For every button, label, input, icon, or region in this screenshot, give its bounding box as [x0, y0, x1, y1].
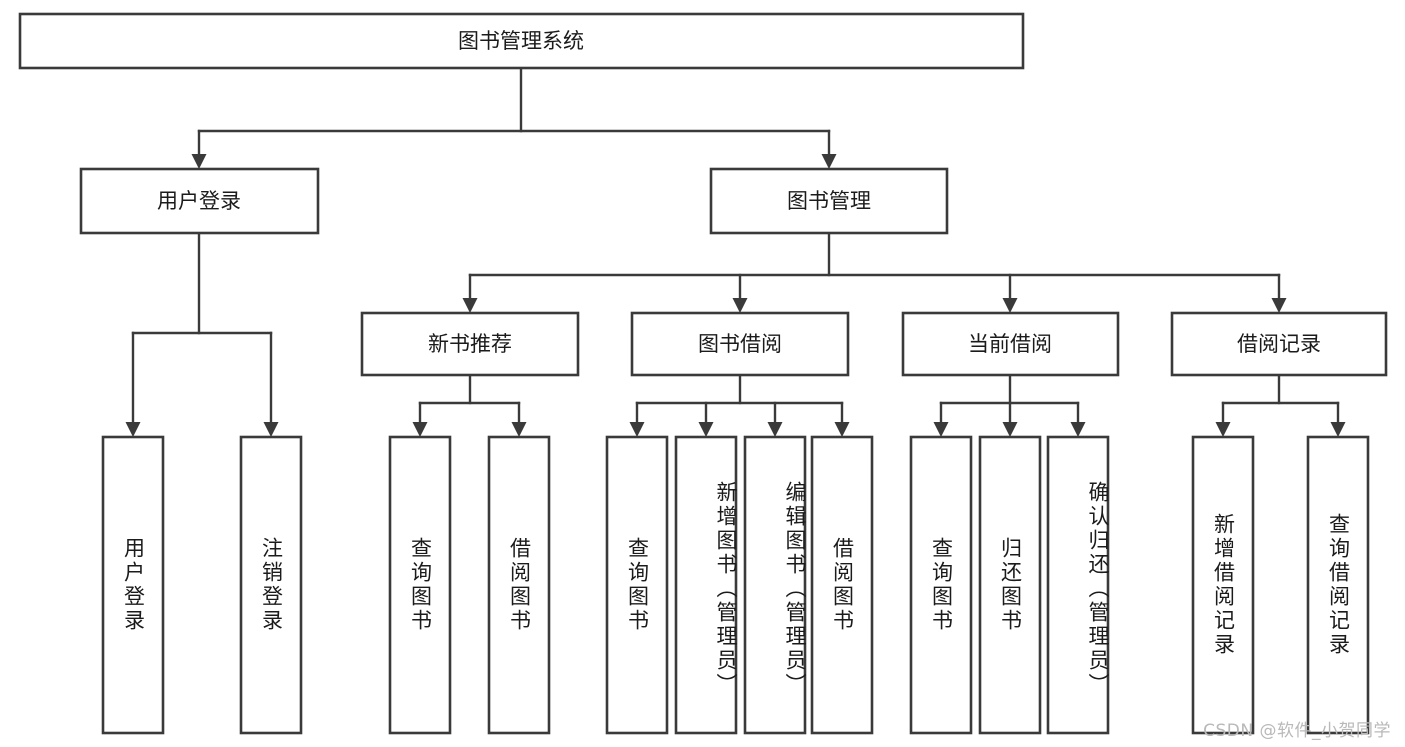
- arrow-root-to-user-login: [191, 154, 207, 169]
- leaf-box-new-book-1[interactable]: [388, 435, 452, 735]
- arrow-userlogin-leaf-1: [125, 422, 141, 437]
- node-book-borrow-box[interactable]: [630, 311, 850, 377]
- arrow-bookmanage-to-borrow: [732, 298, 748, 313]
- arrow-bookborrow-leaf-2: [698, 422, 714, 437]
- node-book-manage-box[interactable]: [709, 167, 949, 235]
- leaf-box-group: [101, 435, 1370, 735]
- node-book-borrow-label: 图书借阅: [698, 332, 782, 356]
- leaf-box-current-borrow-1[interactable]: [909, 435, 973, 735]
- leaf-box-current-borrow-3[interactable]: [1046, 435, 1110, 735]
- node-borrow-record-box[interactable]: [1170, 311, 1388, 377]
- node-book-manage-label: 图书管理: [787, 189, 871, 213]
- connector-group-root: [191, 66, 837, 169]
- node-book-borrow[interactable]: 图书借阅: [630, 311, 850, 377]
- arrow-newbook-leaf-2: [511, 422, 527, 437]
- node-current-borrow-box[interactable]: [901, 311, 1120, 377]
- arrow-borrowrecord-leaf-2: [1330, 422, 1346, 437]
- connector-group-book-borrow: [629, 373, 850, 437]
- node-root[interactable]: 图书管理系统: [18, 12, 1025, 70]
- arrow-root-to-book-manage: [821, 154, 837, 169]
- leaf-box-book-borrow-1[interactable]: [605, 435, 669, 735]
- node-user-login-box[interactable]: [79, 167, 320, 235]
- leaf-box-book-borrow-3[interactable]: [743, 435, 807, 735]
- node-user-login-label: 用户登录: [157, 189, 241, 213]
- leaf-box-borrow-record-1[interactable]: [1191, 435, 1255, 735]
- arrow-bookmanage-to-current: [1002, 298, 1018, 313]
- arrow-currentborrow-leaf-2: [1002, 422, 1018, 437]
- leaf-box-current-borrow-2[interactable]: [978, 435, 1042, 735]
- node-root-label: 图书管理系统: [458, 29, 584, 53]
- node-current-borrow-label: 当前借阅: [968, 332, 1052, 356]
- leaf-box-borrow-record-2[interactable]: [1306, 435, 1370, 735]
- leaf-box-user-login-2[interactable]: [239, 435, 303, 735]
- arrow-newbook-leaf-1: [412, 422, 428, 437]
- csdn-watermark: CSDN @软件_小贺同学: [1203, 721, 1391, 741]
- arrow-borrowrecord-leaf-1: [1215, 422, 1231, 437]
- arrow-userlogin-leaf-2: [263, 422, 279, 437]
- leaf-box-user-login-1[interactable]: [101, 435, 165, 735]
- arrow-bookmanage-to-record: [1271, 298, 1287, 313]
- node-user-login[interactable]: 用户登录: [79, 167, 320, 235]
- arrow-bookborrow-leaf-3: [767, 422, 783, 437]
- node-new-book-recommend-box[interactable]: [360, 311, 580, 377]
- node-new-book-recommend-label: 新书推荐: [428, 332, 512, 356]
- connector-group-book-manage: [462, 231, 1287, 313]
- node-root-box[interactable]: [18, 12, 1025, 70]
- leaf-box-book-borrow-4[interactable]: [810, 435, 874, 735]
- arrow-currentborrow-leaf-3: [1070, 422, 1086, 437]
- node-borrow-record-label: 借阅记录: [1237, 332, 1321, 356]
- connector-group-current-borrow: [933, 373, 1086, 437]
- connector-group-borrow-record: [1215, 373, 1346, 437]
- leaf-box-book-borrow-2[interactable]: [674, 435, 738, 735]
- connector-group-new-book: [412, 373, 527, 437]
- arrow-bookborrow-leaf-4: [834, 422, 850, 437]
- arrow-bookborrow-leaf-1: [629, 422, 645, 437]
- connector-group-user-login: [125, 231, 279, 437]
- arrow-bookmanage-to-new-book: [462, 298, 478, 313]
- node-borrow-record[interactable]: 借阅记录: [1170, 311, 1388, 377]
- node-current-borrow[interactable]: 当前借阅: [901, 311, 1120, 377]
- node-new-book-recommend[interactable]: 新书推荐: [360, 311, 580, 377]
- arrow-currentborrow-leaf-1: [933, 422, 949, 437]
- leaf-box-new-book-2[interactable]: [487, 435, 551, 735]
- node-book-manage[interactable]: 图书管理: [709, 167, 949, 235]
